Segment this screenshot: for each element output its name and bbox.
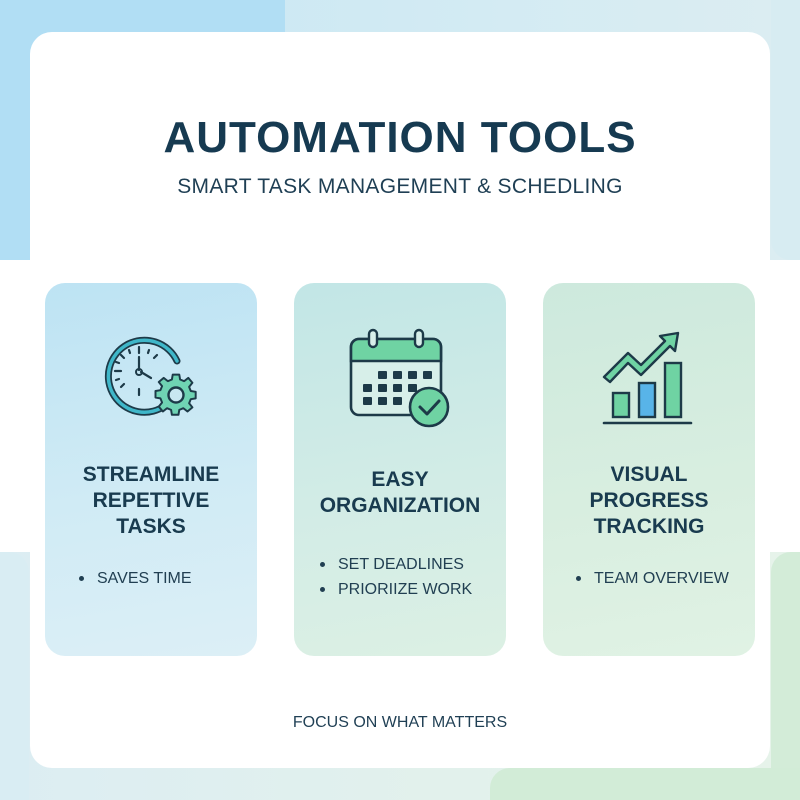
feature-card-progress: VISUAL PROGRESS TRACKING TEAM OVERVIEW [543,283,755,656]
card-bullet-list: SAVES TIME [77,566,192,591]
card-bullet-list: SET DEADLINES PRIORIIZE WORK [318,552,472,602]
card-heading-line: STREAMLINE [82,463,220,486]
card-heading: EASY ORGANIZATION [294,467,506,519]
decor-corner-bottom-right [771,552,800,800]
decor-corner-top-right [771,0,800,260]
page-title: AUTOMATION TOOLS [163,113,637,162]
feature-card-streamline: STREAMLINE REPETTIVE TASKS SAVES TIME [45,283,257,656]
card-heading-line: TASKS [116,515,186,538]
bar-chart-trend-icon [594,325,704,435]
page-subtitle: SMART TASK MANAGEMENT & SCHEDLING [177,175,623,198]
clock-gear-icon [96,325,206,435]
feature-card-organization: EASY ORGANIZATION SET DEADLINES PRIORIIZ… [294,283,506,656]
card-heading: STREAMLINE REPETTIVE TASKS [45,462,257,540]
bullet-item: SAVES TIME [77,566,192,591]
card-heading-line: TRACKING [593,515,705,538]
card-heading: VISUAL PROGRESS TRACKING [543,462,755,540]
card-heading-line: EASY [371,468,429,491]
decor-corner-bottom-left [0,552,29,800]
footer-tagline: FOCUS ON WHAT MATTERS [292,714,508,731]
card-heading-line: REPETTIVE [92,489,210,512]
decor-corner-bottom-right-band [490,768,800,800]
bullet-item: TEAM OVERVIEW [574,566,729,591]
card-heading-line: VISUAL [610,463,688,486]
calendar-check-icon [345,325,455,435]
card-bullet-list: TEAM OVERVIEW [574,566,729,591]
card-heading-line: PROGRESS [589,489,709,512]
card-heading-line: ORGANIZATION [319,494,481,517]
bullet-item: PRIORIIZE WORK [318,577,472,602]
bullet-item: SET DEADLINES [318,552,472,577]
